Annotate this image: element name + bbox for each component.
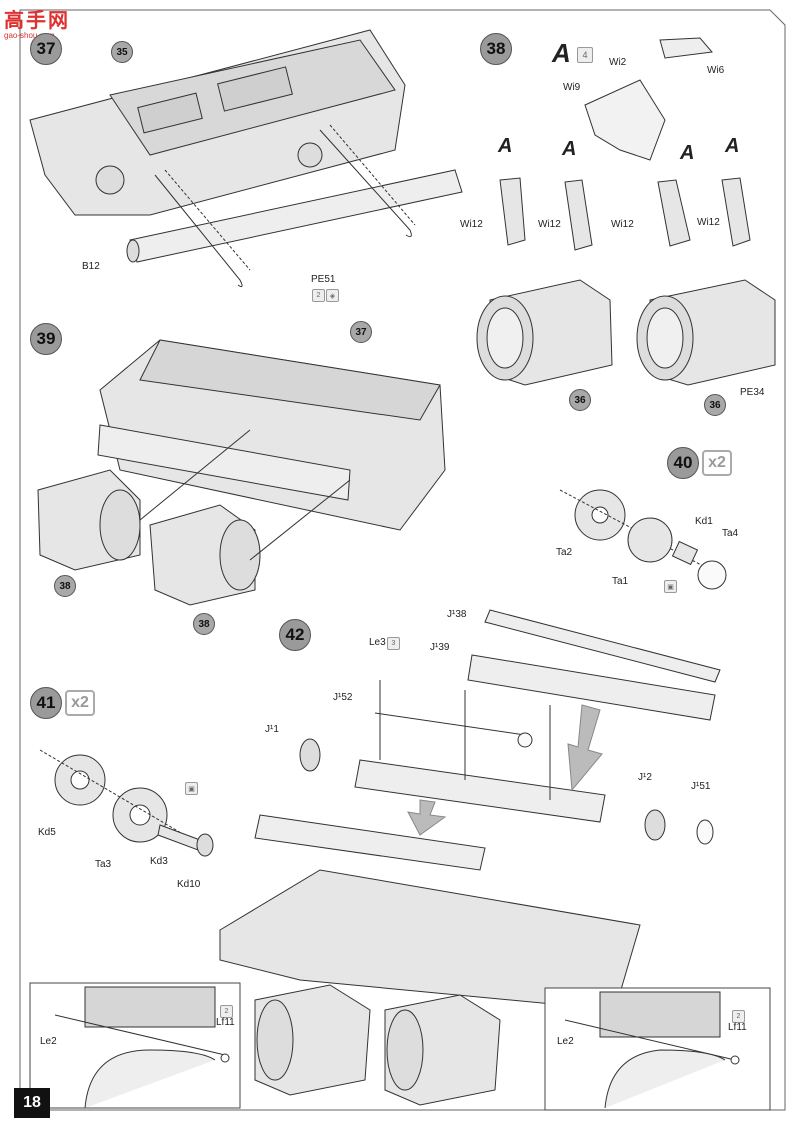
watermark: 高手网 gao-shou.com (4, 4, 70, 40)
part-kd1: Kd1 (695, 516, 713, 527)
step-41-qty-value: 2 (80, 694, 89, 711)
le3-qty-icon: 3 (387, 637, 400, 650)
part-wi9: Wi9 (563, 82, 581, 93)
inset-right-drawing (564, 991, 740, 1109)
sub-a-3: A (680, 142, 695, 164)
step40-drawing (559, 489, 727, 590)
sub-a-2: A (562, 138, 577, 160)
part-wi6: Wi6 (707, 65, 725, 76)
part-j1-2: J¹2 (638, 772, 652, 783)
watermark-url: gao-shou.com (4, 31, 55, 40)
part-pe34: PE34 (740, 387, 765, 398)
subassembly-a-label: A (552, 38, 571, 68)
pe51-qty-icon: 2 (312, 289, 325, 302)
inset-left-lf11: Lf11 (216, 1017, 235, 1028)
part-ta4: Ta4 (722, 528, 739, 539)
part-j1-38: J¹38 (447, 609, 467, 620)
ref-35: 35 (111, 41, 133, 63)
subassembly-a-qty: 4 (577, 47, 593, 63)
part-wi2: Wi2 (609, 57, 627, 68)
ref-36-right: 36 (704, 394, 726, 416)
step-40-badge: 40 (667, 447, 699, 479)
inset-right-qty: 2 (732, 1010, 745, 1023)
part-ta3: Ta3 (95, 859, 112, 870)
part-kd10: Kd10 (177, 879, 201, 890)
inset-right-lf11: Lf11 (728, 1022, 747, 1033)
part-ta2: Ta2 (556, 547, 573, 558)
ref-37: 37 (350, 321, 372, 343)
step-37-badge: 37 (30, 33, 62, 65)
page-number: 18 (14, 1088, 50, 1118)
step-38-badge: 38 (480, 33, 512, 65)
step-40-qty-value: 2 (717, 454, 726, 471)
step-42-badge: 42 (279, 619, 311, 651)
inset-right-le2: Le2 (557, 1036, 574, 1047)
part-ta1: Ta1 (612, 576, 629, 587)
sub-a-4: A (725, 135, 740, 157)
step42-drawing (219, 609, 721, 1106)
part-pe51: PE51 (311, 274, 336, 285)
ref-36-left: 36 (569, 389, 591, 411)
part-kd3: Kd3 (150, 856, 168, 867)
part-wi12-3: Wi12 (611, 219, 634, 230)
step38-drawing (476, 37, 776, 386)
inset-left-drawing (54, 986, 230, 1109)
inset-left-qty: 2 (220, 1005, 233, 1018)
step-41-badge: 41 (30, 687, 62, 719)
pe51-photoetch-icon: ◈ (326, 289, 339, 302)
part-le3: Le3 (369, 637, 386, 648)
part-wi12-1: Wi12 (460, 219, 483, 230)
ref-38-right: 38 (193, 613, 215, 635)
part-wi12-2: Wi12 (538, 219, 561, 230)
step39-drawing (37, 339, 446, 606)
glue-icon-41: ▣ (185, 782, 198, 795)
inset-left-le2: Le2 (40, 1036, 57, 1047)
step41-drawing (39, 749, 214, 857)
page-border (19, 9, 786, 1111)
step-39-badge: 39 (30, 323, 62, 355)
part-j1-52: J¹52 (333, 692, 353, 703)
glue-icon-40: ▣ (664, 580, 677, 593)
part-j1-1: J¹1 (265, 724, 279, 735)
part-j1-39: J¹39 (430, 642, 450, 653)
part-wi12-4: Wi12 (697, 217, 720, 228)
part-b12: B12 (82, 261, 100, 272)
watermark-title: 高手网 (4, 10, 70, 32)
sub-a-1: A (498, 135, 513, 157)
part-j1-51: J¹51 (691, 781, 711, 792)
ref-38-left: 38 (54, 575, 76, 597)
part-kd5: Kd5 (38, 827, 56, 838)
step37-drawing (29, 29, 463, 288)
